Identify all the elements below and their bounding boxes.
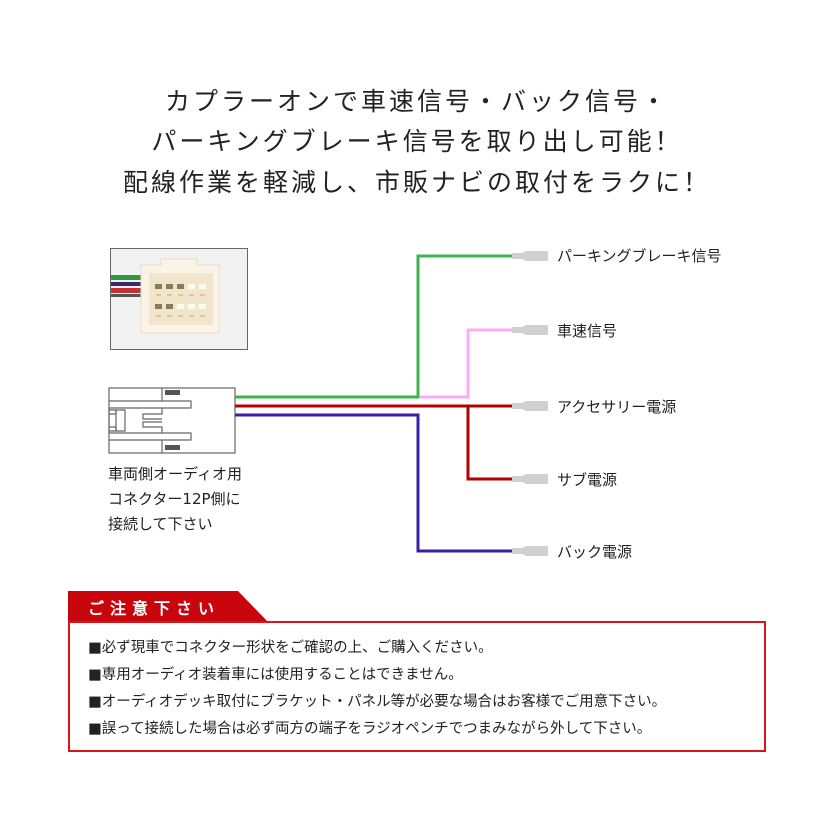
wire-label-parking-brake: パーキングブレーキ信号 [557, 247, 722, 265]
wire-label-back-power: バック電源 [557, 543, 633, 561]
headline-line-2: パーキングブレーキ信号を取り出し可能！ [151, 127, 683, 156]
terminal-icon [512, 474, 548, 484]
caution-header-tab [68, 591, 268, 622]
connector-caption-line-2: コネクター12P側に [108, 490, 241, 508]
connector-caption-line-3: 接続して下さい [108, 515, 213, 533]
terminal-icon [512, 251, 548, 261]
wire-label-sub-power: サブ電源 [557, 471, 618, 489]
headline-line-3: 配線作業を軽減し、市販ナビの取付をラクに！ [122, 168, 711, 197]
caution-list: ■必ず現車でコネクター形状をご確認の上、ご購入ください。 ■専用オーディオ装着車… [88, 635, 666, 743]
caution-item: ■誤って接続した場合は必ず両方の端子をラジオペンチでつまみながら外して下さい。 [88, 721, 652, 737]
connector-photo [110, 248, 248, 350]
terminal-icon [512, 325, 548, 335]
connector-caption-line-1: 車両側オーディオ用 [108, 465, 242, 483]
wire-green-parking-brake [235, 254, 512, 399]
connector-latch-top [165, 390, 180, 395]
caution-item: ■オーディオデッキ取付にブラケット・パネル等が必要な場合はお客様でご用意下さい。 [88, 694, 667, 710]
terminal-icon [512, 546, 548, 556]
caution-box [68, 621, 766, 752]
terminals [512, 251, 548, 556]
wire-red-sub-power [466, 406, 512, 481]
wire-blue-back-power [235, 413, 512, 553]
wire-label-accessory-power: アクセサリー電源 [557, 398, 677, 416]
connector-schematic [108, 387, 236, 454]
wire-pink-speed-signal [420, 328, 512, 399]
connector-latch-bottom [165, 445, 180, 450]
caution-item: ■必ず現車でコネクター形状をご確認の上、ご購入ください。 [88, 640, 493, 656]
wire-label-speed-signal: 車速信号 [557, 322, 618, 340]
terminal-icon [512, 401, 548, 411]
caution-item: ■専用オーディオ装着車には使用することはできません。 [88, 667, 463, 683]
connector-caption: 車両側オーディオ用 コネクター12P側に 接続して下さい [108, 462, 242, 537]
caution-title: ご注意下さい [88, 599, 221, 618]
headline-line-1: カプラーオンで車速信号・バック信号・ [164, 87, 669, 116]
connector-photo-illustration [111, 249, 247, 349]
